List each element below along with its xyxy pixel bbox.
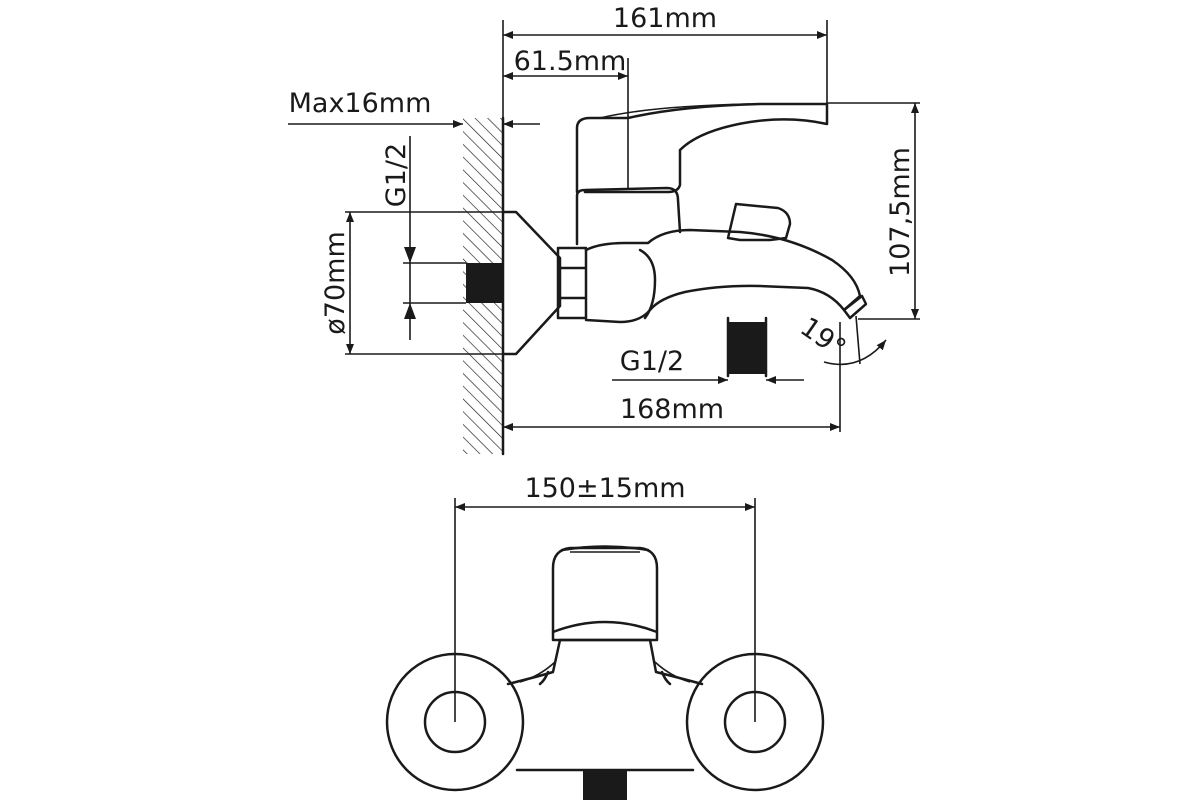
left-inlet (423, 690, 487, 754)
diverter-knob (726, 202, 792, 242)
dim-centre-distance: 150±15mm (524, 473, 685, 504)
lever-handle (575, 102, 829, 194)
dim-max-wall: Max16mm (289, 88, 432, 119)
wall-inlet-block (466, 263, 502, 303)
dim-spout-angle: 19° (794, 312, 851, 365)
dim-inlet-thread: G1/2 (381, 143, 412, 207)
right-inlet (723, 690, 787, 754)
wall-flange (501, 210, 562, 356)
front-lever (551, 546, 659, 634)
aerator (842, 294, 868, 320)
left-eccentric-flange (385, 652, 525, 792)
front-body (506, 638, 704, 772)
faucet-body (584, 228, 862, 324)
side-view: 161mm 61.5mm Max16mm G1/2 ø70mm 107,5mm … (288, 3, 920, 456)
cartridge-housing (575, 186, 682, 246)
right-eccentric-flange (685, 652, 825, 792)
front-outlet-thread (583, 770, 627, 800)
dim-overall-depth: 168mm (620, 394, 724, 425)
dim-lever-offset: 61.5mm (514, 46, 627, 77)
outlet-thread (728, 322, 766, 374)
dim-spout-length: 161mm (613, 3, 717, 34)
hex-nut (556, 246, 588, 320)
front-view: 150±15mm (385, 473, 825, 800)
dim-outlet-thread: G1/2 (620, 346, 684, 377)
dim-flange-diameter: ø70mm (320, 231, 351, 334)
dim-height: 107,5mm (885, 147, 916, 277)
